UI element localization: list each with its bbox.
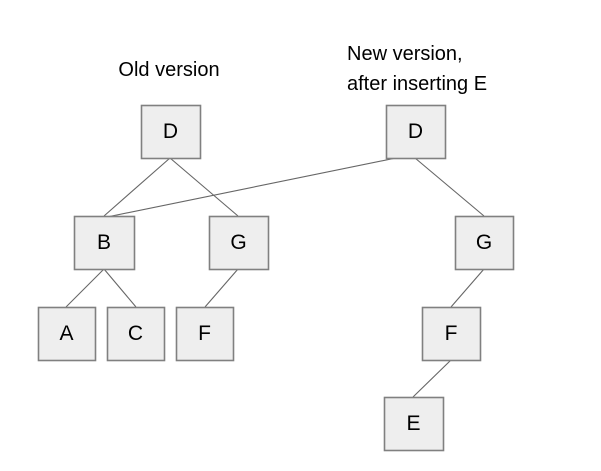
node-box-new-G: [454, 215, 515, 271]
node-box-new-F: [421, 306, 482, 362]
edge-oldB-oldA: [65, 268, 105, 308]
node-box-old-D: [140, 104, 202, 160]
edge-newD-newG: [414, 157, 485, 217]
node-label-old-D: D: [163, 120, 178, 143]
tree-node-new-E[interactable]: E: [383, 396, 445, 452]
tree-node-old-C[interactable]: C: [106, 306, 166, 362]
node-label-old-G: G: [230, 231, 246, 254]
edge-oldG-oldF: [204, 268, 239, 308]
tree-node-new-F[interactable]: F: [421, 306, 482, 362]
tree-node-old-A[interactable]: A: [37, 306, 97, 362]
node-label-old-F: F: [198, 322, 211, 345]
edge-oldB-oldC: [103, 268, 137, 308]
edge-newG-newF: [450, 268, 485, 308]
edge-oldD-oldG: [169, 157, 239, 217]
node-box-old-F: [175, 306, 235, 362]
caption-old-version-line-1: Old version: [118, 59, 219, 81]
tree-node-new-D[interactable]: D: [385, 104, 447, 160]
node-label-new-G: G: [476, 231, 492, 254]
tree-node-new-G[interactable]: G: [454, 215, 515, 271]
node-label-new-D: D: [408, 120, 423, 143]
node-box-old-C: [106, 306, 166, 362]
node-label-new-E: E: [406, 412, 420, 435]
node-box-new-D: [385, 104, 447, 160]
edges-layer: [65, 157, 485, 398]
node-box-old-B: [73, 215, 136, 271]
node-label-new-F: F: [445, 322, 458, 345]
node-label-old-B: B: [97, 231, 111, 254]
node-label-old-C: C: [128, 322, 143, 345]
tree-node-old-G[interactable]: G: [208, 215, 270, 271]
tree-node-old-B[interactable]: B: [73, 215, 136, 271]
edge-newD-oldB: [106, 157, 397, 218]
caption-new-version-line-2: after inserting E: [347, 73, 487, 95]
captions-layer: Old version New version, after inserting E: [118, 43, 487, 95]
tree-node-old-D[interactable]: D: [140, 104, 202, 160]
edge-oldD-oldB: [103, 157, 171, 217]
node-box-old-G: [208, 215, 270, 271]
caption-new-version-line-1: New version,: [347, 43, 463, 65]
tree-node-old-F[interactable]: F: [175, 306, 235, 362]
node-label-old-A: A: [59, 322, 73, 345]
nodes-layer: D B G A C F D G F E: [37, 104, 515, 452]
node-box-new-E: [383, 396, 445, 452]
edge-newF-newE: [412, 359, 452, 398]
node-box-old-A: [37, 306, 97, 362]
